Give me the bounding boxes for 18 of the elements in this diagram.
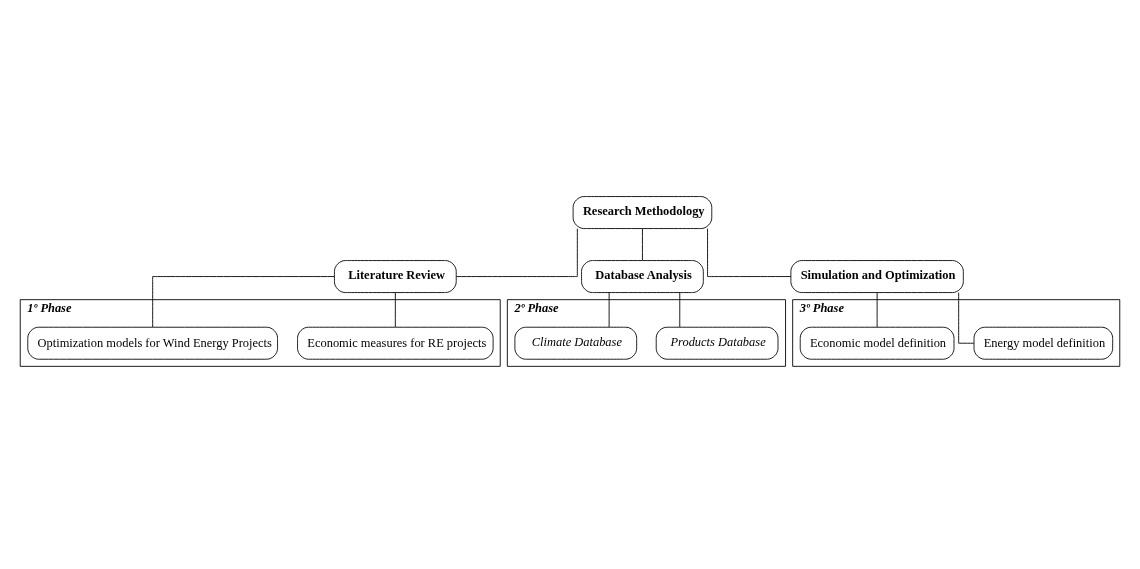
connector bbox=[456, 227, 578, 277]
node-box: Climate Database bbox=[514, 326, 638, 360]
node-box: Economic measures for RE projects bbox=[297, 326, 494, 360]
node-box: Optimization models for Wind Energy Projects bbox=[27, 326, 278, 360]
connector bbox=[152, 275, 335, 328]
node-box: Literature Review bbox=[334, 259, 457, 293]
node-box: Products Database bbox=[655, 326, 779, 360]
connector bbox=[707, 227, 792, 277]
node-box: Simulation and Optimization bbox=[790, 259, 964, 293]
node-box: Economic model definition bbox=[799, 326, 955, 360]
connector bbox=[608, 291, 610, 327]
connector bbox=[876, 291, 878, 327]
connector bbox=[642, 227, 643, 261]
connector bbox=[394, 291, 396, 327]
node-box: Energy model definition bbox=[973, 326, 1114, 360]
node-box: Database Analysis bbox=[581, 259, 704, 293]
node-box: Research Methodology bbox=[572, 195, 713, 229]
connector bbox=[679, 291, 681, 327]
